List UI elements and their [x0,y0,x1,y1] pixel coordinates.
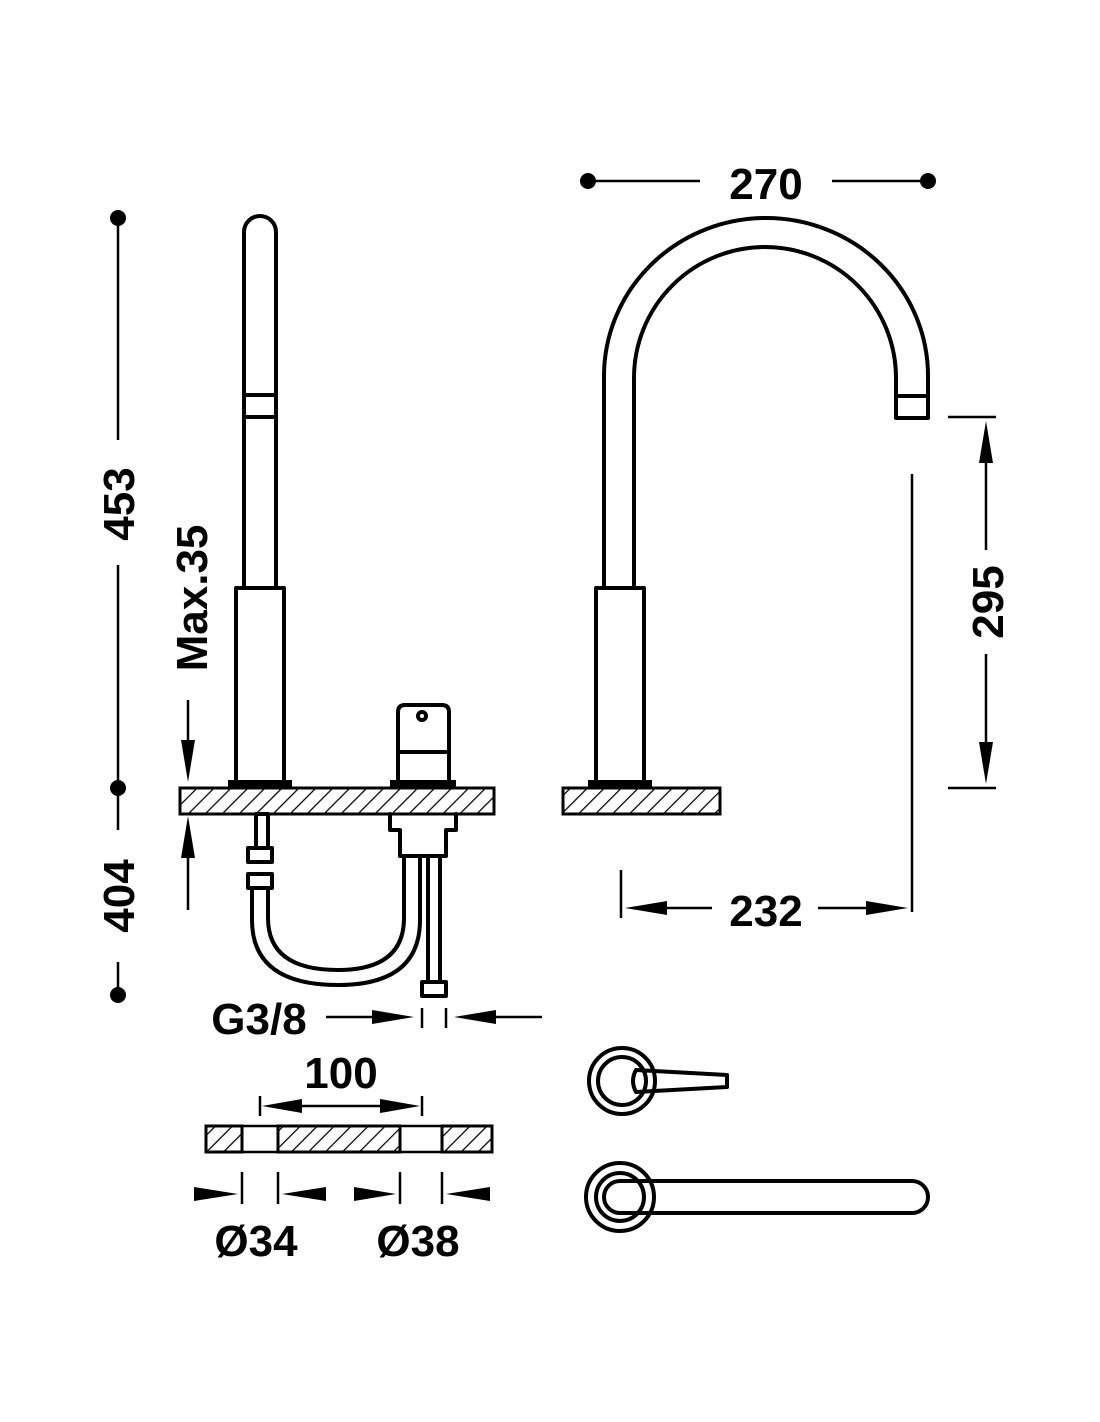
side-handle-flange [390,780,456,788]
front-spout-base [594,586,646,784]
dim-label-38: Ø38 [376,1217,459,1266]
dim-label-404: 404 [95,859,144,933]
hose-nut-2 [246,872,274,890]
side-handle-screw [416,710,428,722]
dim-dot-bottom [110,987,126,1003]
dim-arrow-34-left [282,1187,326,1201]
dim-arrow-max-down [181,740,195,782]
front-view: 270 295 232 [561,160,1013,936]
deck-hole-section: 100 Ø34 Ø38 [194,1049,494,1266]
spout-top-outer-ring [584,1161,656,1233]
side-view: 453 404 Max.35 G3/8 [95,210,542,1044]
hose-inner [266,856,406,972]
front-spout-outer [602,216,930,590]
dim-arrow-34-right [194,1187,238,1201]
dim-arrow-g38-right [372,1010,414,1024]
dim-label-34: Ø34 [214,1217,298,1266]
dim-label-453: 453 [95,467,144,540]
side-spout-tube [242,214,278,590]
dim-arrow-100-right [380,1099,420,1113]
top-view-handle [587,1046,729,1116]
handle-top-lever [631,1068,729,1094]
pipe-nut [420,980,448,998]
dim-label-100: 100 [304,1049,377,1098]
dim-arrow-38-right [354,1187,396,1201]
front-spout-outlet [894,394,930,420]
deck-section-part-1 [204,1124,244,1154]
hose-nut-1 [246,846,274,864]
dim-arrow-g38-left [454,1010,496,1024]
dim-arrow-38-left [446,1187,490,1201]
dim-label-295: 295 [964,565,1013,638]
hose-outer [250,856,422,987]
dim-label-g38: G3/8 [211,995,306,1044]
dim-label-232: 232 [729,887,802,936]
dim-label-270: 270 [729,160,802,209]
side-spout-base [234,586,286,784]
dim-arrow-100-left [262,1099,302,1113]
dim-arrow-232-right [866,901,908,915]
handle-top-outer-ring [587,1046,657,1116]
dim-label-max35: Max.35 [168,525,217,672]
dim-arrow-232-left [625,901,667,915]
top-view-spout [584,1161,930,1233]
deck-section-part-3 [440,1124,494,1154]
side-spout-flange [228,780,292,788]
hose-stem-left [254,812,270,850]
side-handle-body [396,703,451,784]
deck-section-part-2 [276,1124,402,1154]
spout-top-arm [602,1179,930,1215]
handle-top-inner-ring [596,1055,648,1107]
dim-arrow-295-down [979,742,993,784]
side-deck-hatched [178,786,496,816]
front-spout-inner [632,245,898,590]
dim-arrow-max-up [181,816,195,858]
dim-dot-270-right [920,173,936,189]
valve-body [388,812,458,858]
front-spout-flange [588,780,652,788]
front-deck-hatched [561,786,722,816]
spout-top-inner-ring [594,1171,646,1223]
